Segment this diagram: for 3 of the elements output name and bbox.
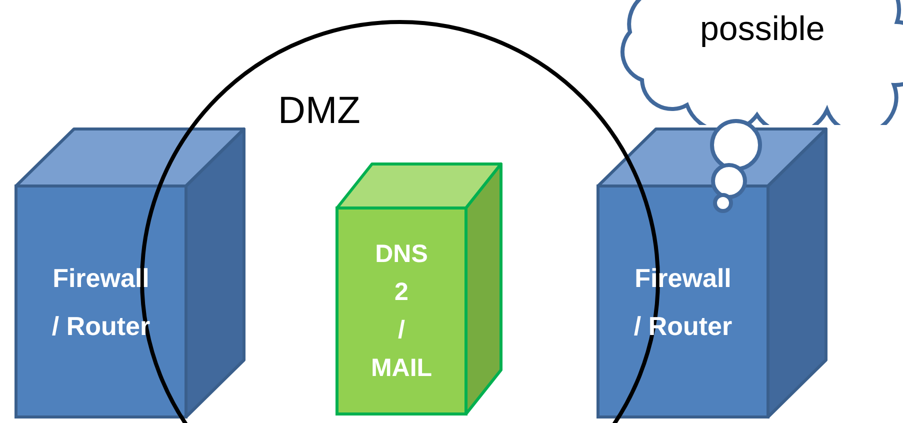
cloud-text: possible xyxy=(700,9,825,50)
device-label: DNS 2 / MAIL xyxy=(370,239,434,384)
zone-label: DMZ xyxy=(278,89,360,134)
